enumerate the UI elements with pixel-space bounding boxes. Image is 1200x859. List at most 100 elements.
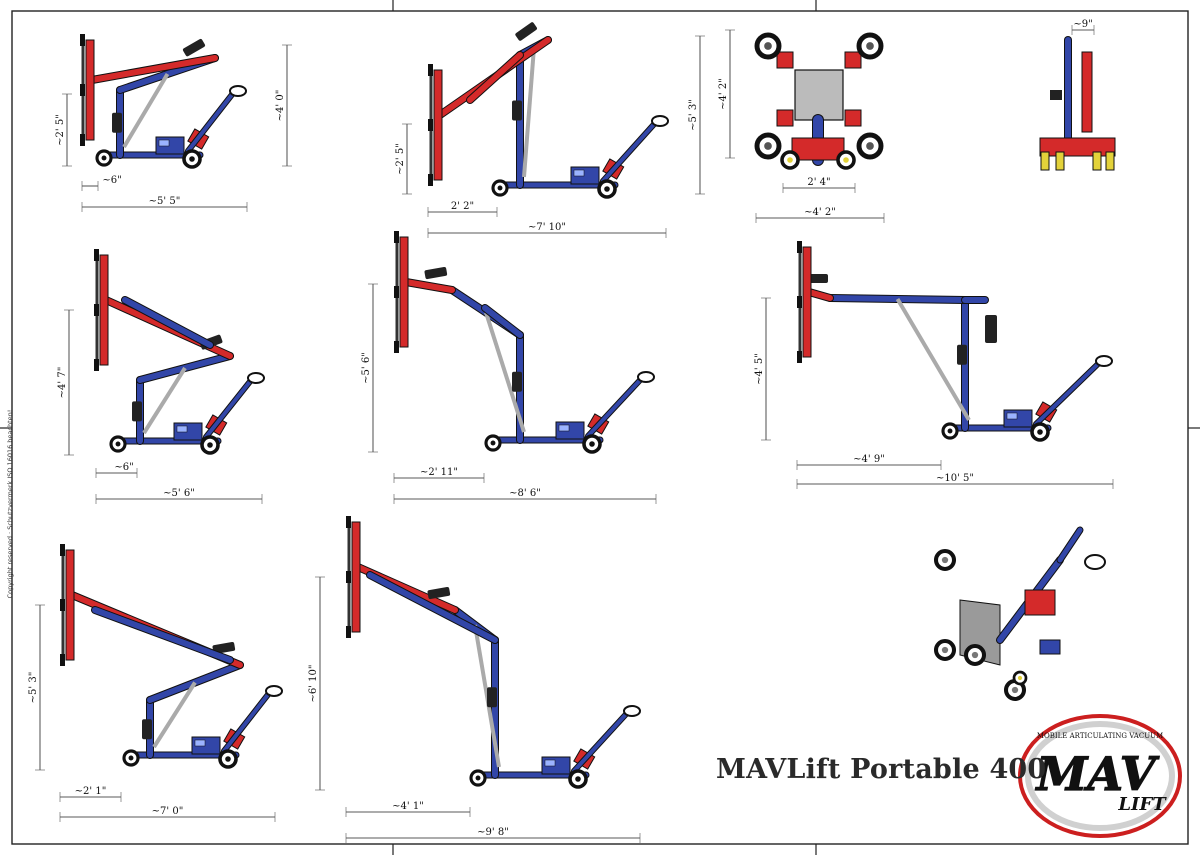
- push-handle: [1034, 360, 1102, 426]
- cylinder-motor: [512, 371, 522, 392]
- vacuum-pump: [515, 22, 537, 41]
- view-7-dimensions: ~4' 5"~4' 9"~10' 5": [754, 297, 1114, 489]
- view-8-dimensions: ~5' 3"~2' 1"~7' 0": [28, 604, 276, 822]
- view-7-motor: [985, 315, 997, 343]
- dim-v3-wheelbase-label: 2' 4": [807, 177, 830, 188]
- view-6-dimensions: ~5' 6" ~2' 11" ~8' 6": [361, 283, 657, 504]
- view-1-dimensions: ~2' 5" ~4' 0" ~6" ~5' 5": [55, 44, 292, 212]
- dim-v9-height-label: ~6' 10": [308, 665, 319, 703]
- cylinder-motor: [142, 719, 152, 740]
- suction-cup: [94, 304, 99, 316]
- dim-v2-length-label: ~7' 10": [528, 222, 566, 233]
- vacuum-pump: [182, 38, 206, 57]
- front-wheel: [1105, 151, 1115, 171]
- front-pump: [1050, 90, 1062, 100]
- view-9-upper-arm: [367, 572, 498, 643]
- battery-label: [573, 169, 585, 177]
- wheel-hub: [128, 755, 134, 761]
- iso-battery: [1039, 639, 1061, 655]
- vacuum-pad-frame: [85, 39, 95, 141]
- dim-v6-length-label: ~8' 6": [509, 488, 541, 499]
- hydraulic-cylinder: [484, 311, 526, 433]
- view-8: [60, 544, 283, 769]
- dim-v8-height-label: ~5' 3": [28, 672, 39, 704]
- battery-label: [558, 424, 570, 432]
- logo-sub: LIFT: [1117, 794, 1167, 815]
- wheel-hub: [1037, 429, 1043, 435]
- dim-v1-height-total-label: ~4' 0": [275, 90, 286, 122]
- dim-v2-height-pad-label: ~2' 5": [395, 143, 406, 175]
- wheel-hub: [189, 156, 195, 162]
- dim-v8-offset-label: ~2' 1": [75, 786, 107, 797]
- view-1: [80, 34, 247, 169]
- iso-base: [1024, 589, 1056, 616]
- view-2-dimensions: ~2' 5"~5' 3"2' 2"~7' 10": [395, 35, 705, 238]
- hydraulic-cylinder: [152, 681, 197, 749]
- hydraulic-cylinder: [122, 72, 170, 149]
- handle-grip: [265, 685, 283, 697]
- dim-v1-height-pad-label: ~2' 5": [55, 114, 66, 146]
- suction-cup: [60, 599, 65, 611]
- head-arm: [806, 289, 833, 301]
- hydraulic-cylinder: [142, 366, 187, 435]
- wheel-hub: [101, 155, 107, 161]
- hydraulic-cylinder: [895, 297, 971, 422]
- wheel-hub: [866, 42, 874, 50]
- head-arm: [403, 279, 455, 293]
- view-3-dimensions: ~4' 2"2' 4"~4' 2": [718, 29, 885, 223]
- push-handle: [222, 690, 272, 753]
- wheel-hub: [475, 775, 481, 781]
- views-layer: [60, 22, 1116, 789]
- wheel-hub: [787, 157, 793, 163]
- push-handle: [186, 90, 236, 153]
- pad-frame-top: [794, 69, 844, 121]
- dimensions-layer: ~2' 5" ~4' 0" ~6" ~5' 5" ~2' 5" ~5' 3" 2' 2" ~7…: [28, 19, 1114, 843]
- dim-v1-offset-label: ~6": [102, 175, 121, 186]
- suction-cup: [60, 544, 65, 556]
- view-2: [428, 22, 669, 199]
- dim-v5-height-label: ~4' 7": [57, 367, 68, 399]
- dim-v3-width-label: ~4' 2": [718, 78, 729, 110]
- cylinder-motor: [487, 687, 497, 708]
- suction-cup: [797, 296, 802, 308]
- cylinder-motor: [112, 112, 122, 133]
- suction-cup: [80, 84, 85, 96]
- dim-v2-offset-label: 2' 2": [451, 201, 474, 212]
- logo-inner-ring: [1025, 721, 1175, 831]
- wheel-hub: [575, 776, 581, 782]
- dim-v6-offset-label: ~2' 11": [420, 467, 458, 478]
- view-5: [94, 249, 265, 455]
- wheel-hub: [604, 186, 610, 192]
- suction-cup: [428, 64, 433, 76]
- wheel-hub: [971, 651, 979, 659]
- view-4: [1039, 36, 1116, 171]
- suction-cup: [94, 249, 99, 261]
- suction-cup: [94, 359, 99, 371]
- pad-corner: [776, 51, 794, 69]
- head-arm: [89, 55, 218, 83]
- suction-cup: [797, 241, 802, 253]
- copyright-note: Copyright reserved · Schutzvermerk ISO 1…: [6, 409, 14, 599]
- suction-cup: [428, 174, 433, 186]
- handle-grip: [651, 115, 669, 127]
- dim-v7-offset-label: ~4' 9": [853, 454, 885, 465]
- view-8-upper-arm: [92, 607, 233, 663]
- wheel-hub: [497, 185, 503, 191]
- vacuum-pump: [212, 642, 236, 655]
- dim-v6-height-label: ~5' 6": [361, 352, 372, 384]
- suction-cup: [394, 231, 399, 243]
- front-wheel: [1040, 151, 1050, 171]
- handle-grip: [229, 85, 247, 97]
- logo-ring-text: MOBILE ARTICULATING VACUUM: [1037, 732, 1163, 740]
- vacuum-pad-frame: [65, 549, 75, 661]
- view-3: [754, 32, 884, 170]
- dim-v1-length-label: ~5' 5": [149, 196, 181, 207]
- handle-grip: [623, 705, 641, 717]
- dim-v7-height-label: ~4' 5": [754, 353, 765, 385]
- wheel-hub: [490, 440, 496, 446]
- vacuum-pump: [427, 587, 451, 600]
- suction-cup: [428, 119, 433, 131]
- push-handle: [572, 710, 630, 773]
